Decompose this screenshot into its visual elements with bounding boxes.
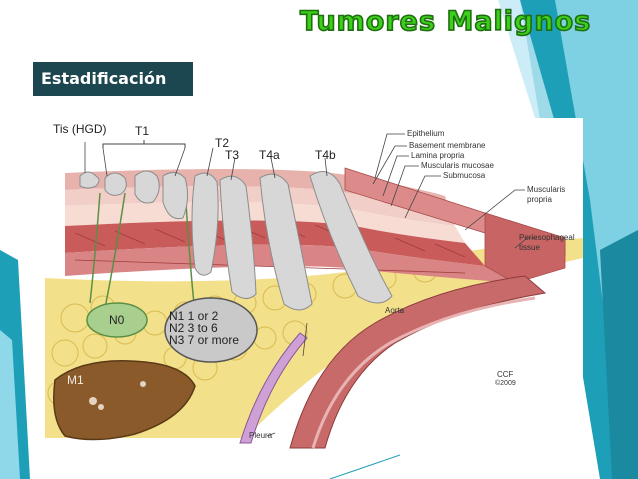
tumor-t1a xyxy=(104,172,127,196)
aorta-inner xyxy=(311,296,536,449)
layer-leader-lines xyxy=(266,133,537,437)
stage-label-t2: T2 xyxy=(215,136,230,150)
stage-leader-lines xyxy=(84,142,328,181)
pleura-label: Pleura xyxy=(249,431,273,440)
layer-label-basement: Basement membrane xyxy=(409,141,486,150)
stage-label-t4a: T4a xyxy=(259,148,280,162)
tumor-t4b xyxy=(309,171,393,304)
stage-label-t3: T3 xyxy=(225,148,240,162)
section-label: Estadificación xyxy=(33,62,193,96)
slide-title: Tumores Malignos xyxy=(299,5,592,38)
liver-metastases xyxy=(89,381,146,410)
stage-label-tis: Tis (HGD) xyxy=(53,122,107,136)
tumor-t1c xyxy=(162,172,189,220)
node-label-n1: N1 1 or 2 xyxy=(169,309,219,323)
layer-submucosa xyxy=(65,202,465,243)
deco-left-shard-light xyxy=(0,330,20,479)
node-n1-n3 xyxy=(164,297,258,363)
layer-label-tissue: tissue xyxy=(519,243,540,252)
stage-label-t1: T1 xyxy=(135,124,150,138)
deco-panel-dark xyxy=(600,230,638,479)
credit-year: ©2009 xyxy=(495,380,516,387)
tumor-t1b xyxy=(134,170,160,204)
layer-label-submucosa: Submucosa xyxy=(443,171,486,180)
node-label-n2: N2 3 to 6 xyxy=(169,321,218,335)
deco-panel-light xyxy=(498,0,560,150)
tumors xyxy=(79,170,393,311)
staging-figure: Tis (HGD) T1 T2 T3 T4a T4b Epithelium Ba… xyxy=(45,118,583,454)
tumor-t4a xyxy=(259,173,313,311)
liver xyxy=(53,360,196,441)
pleura xyxy=(239,332,308,444)
layer-label-periesophageal: Periesophageal xyxy=(519,233,575,242)
tumor-t2 xyxy=(191,172,219,276)
layer-label-mucosae: Muscularis mucosae xyxy=(421,161,494,170)
deco-line-bottom xyxy=(329,454,401,479)
node-label-m1: M1 xyxy=(67,373,84,387)
tumor-tis xyxy=(79,171,100,189)
layer-label-propria: propria xyxy=(527,195,552,204)
credit-ccf: CCF xyxy=(497,370,514,379)
bracket-t1 xyxy=(102,140,186,148)
node-label-n0: N0 xyxy=(109,313,125,327)
layer-label-lamina: Lamina propria xyxy=(411,151,465,160)
wall-cutaway-side xyxy=(484,212,566,284)
aorta xyxy=(289,275,547,449)
aorta-label: Aorta xyxy=(385,306,405,315)
tumor-t3 xyxy=(219,175,257,299)
node-n0 xyxy=(86,302,148,338)
node-label-n3: N3 7 or more xyxy=(169,333,240,347)
stage-label-t4b: T4b xyxy=(315,148,336,162)
layer-label-muscularis: Muscularis xyxy=(527,185,566,194)
layer-label-epithelium: Epithelium xyxy=(407,129,445,138)
staging-illustration xyxy=(45,133,583,449)
